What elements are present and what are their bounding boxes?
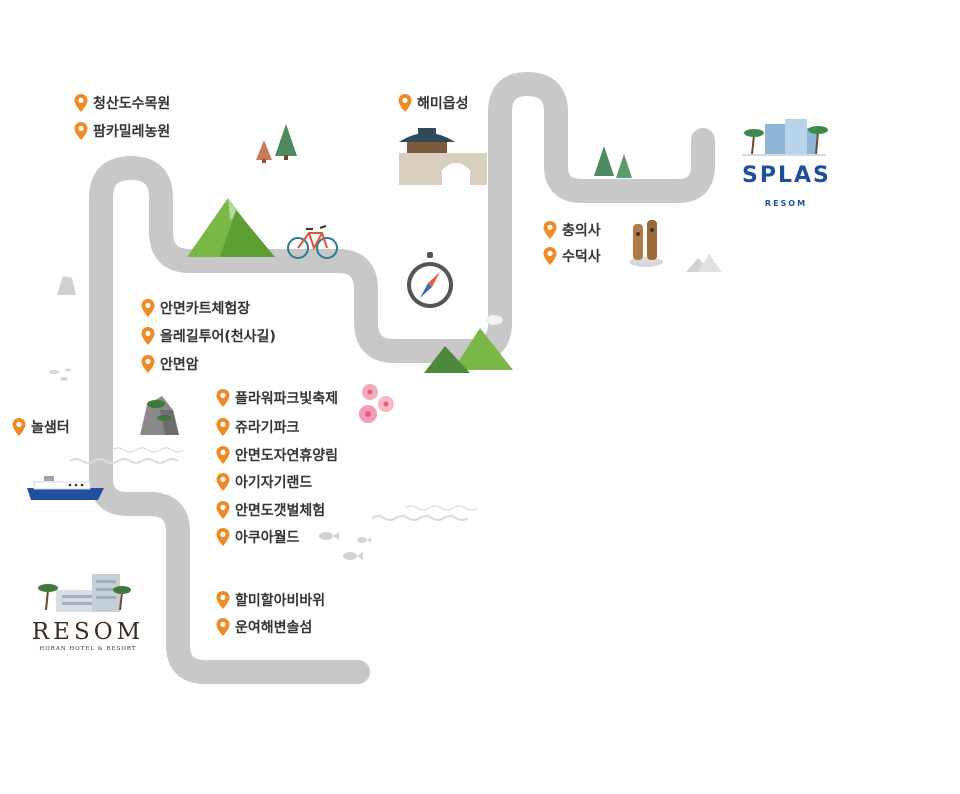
mountain-icon (187, 198, 275, 257)
place-label: 수덕사 (562, 249, 601, 265)
rock-icon (57, 276, 76, 295)
place-grandparent-rock[interactable]: 할미할아비바위 (216, 589, 325, 611)
resom-hotel-icon (38, 574, 131, 612)
map-pin-icon (141, 327, 155, 345)
map-pin-icon (398, 94, 412, 112)
place-label: 안면암 (160, 357, 199, 373)
place-label: 쥬라기파크 (235, 420, 300, 436)
place-sudeoksa[interactable]: 수덕사 (543, 245, 601, 267)
mountain-icon (424, 315, 513, 373)
place-forest[interactable]: 안면도자연휴양림 (216, 444, 338, 466)
splas-resort-icon (742, 119, 828, 156)
waves-icon (69, 447, 478, 521)
map-pin-icon (216, 501, 230, 519)
map-pin-icon (216, 446, 230, 464)
place-label: 안면카트체험장 (160, 301, 251, 317)
place-label: 안면도갯벌체험 (235, 503, 326, 519)
fortress-gate-icon (399, 128, 487, 185)
place-cheongsan[interactable]: 청산도수목원 (74, 92, 170, 114)
place-jurassic-park[interactable]: 쥬라기파크 (216, 416, 299, 438)
place-label: 아쿠아월드 (235, 530, 300, 546)
map-pin-icon (74, 122, 88, 140)
place-palmcarillon[interactable]: 팜카밀레농원 (74, 120, 170, 142)
map-pin-icon (216, 591, 230, 609)
place-mudflat[interactable]: 안면도갯벌체험 (216, 499, 325, 521)
place-label: 플라워파크빛축제 (235, 391, 339, 407)
place-label: 해미읍성 (417, 96, 469, 112)
place-label: 아기자기랜드 (235, 475, 313, 491)
map-pin-icon (141, 299, 155, 317)
road (89, 72, 715, 684)
place-anmyeonam[interactable]: 안면암 (141, 353, 199, 375)
map-pin-icon (216, 389, 230, 407)
map-pin-icon (216, 618, 230, 636)
splas-logo: SPLAS (742, 163, 831, 188)
place-aquaworld[interactable]: 아쿠아월드 (216, 526, 299, 548)
place-label: 안면도자연휴양림 (235, 448, 339, 464)
resom-logo-subtitle: HORAN HOTEL & RESORT (39, 646, 137, 652)
place-label: 운여해변솔섬 (235, 620, 313, 636)
map-pin-icon (216, 473, 230, 491)
place-label: 청산도수목원 (93, 96, 171, 112)
place-anmyeon-kart[interactable]: 안면카트체험장 (141, 297, 250, 319)
place-label: 팜카밀레농원 (93, 124, 171, 140)
place-nolsaemteo[interactable]: 놀샘터 (12, 416, 70, 438)
place-chungeuisa[interactable]: 충의사 (543, 219, 601, 241)
pine-trees-icon (256, 124, 297, 163)
splas-logo-subtitle: RESOM (764, 199, 808, 208)
map-pin-icon (141, 355, 155, 373)
place-label: 놀샘터 (31, 420, 70, 436)
place-label: 올레길투어(천사길) (160, 329, 276, 345)
map-pin-icon (12, 418, 26, 436)
place-flower-festival[interactable]: 플라워파크빛축제 (216, 387, 338, 409)
birds-icon (49, 368, 71, 381)
rock-mountain-icon (686, 254, 722, 272)
map-pin-icon (216, 528, 230, 546)
place-unyeo-beach[interactable]: 운여해변솔섬 (216, 616, 312, 638)
place-label: 할미할아비바위 (235, 593, 326, 609)
map-pin-icon (543, 221, 557, 239)
map-pin-icon (216, 418, 230, 436)
map-pin-icon (74, 94, 88, 112)
place-haemieupseong[interactable]: 해미읍성 (398, 92, 469, 114)
fish-icon (319, 532, 371, 560)
rock-island-icon (140, 396, 179, 435)
map-pin-icon (543, 247, 557, 265)
bicycle-icon (287, 225, 338, 259)
pine-trees-icon (594, 146, 632, 178)
flower-icon (359, 384, 394, 423)
totem-icon (629, 220, 663, 267)
ferry-icon (27, 476, 104, 500)
resom-logo: RESOM (31, 619, 145, 645)
place-olle-tour[interactable]: 올레길투어(천사길) (141, 325, 276, 347)
place-label: 충의사 (562, 223, 601, 239)
compass-icon (407, 252, 453, 308)
place-baby-giraffe[interactable]: 아기자기랜드 (216, 471, 312, 493)
